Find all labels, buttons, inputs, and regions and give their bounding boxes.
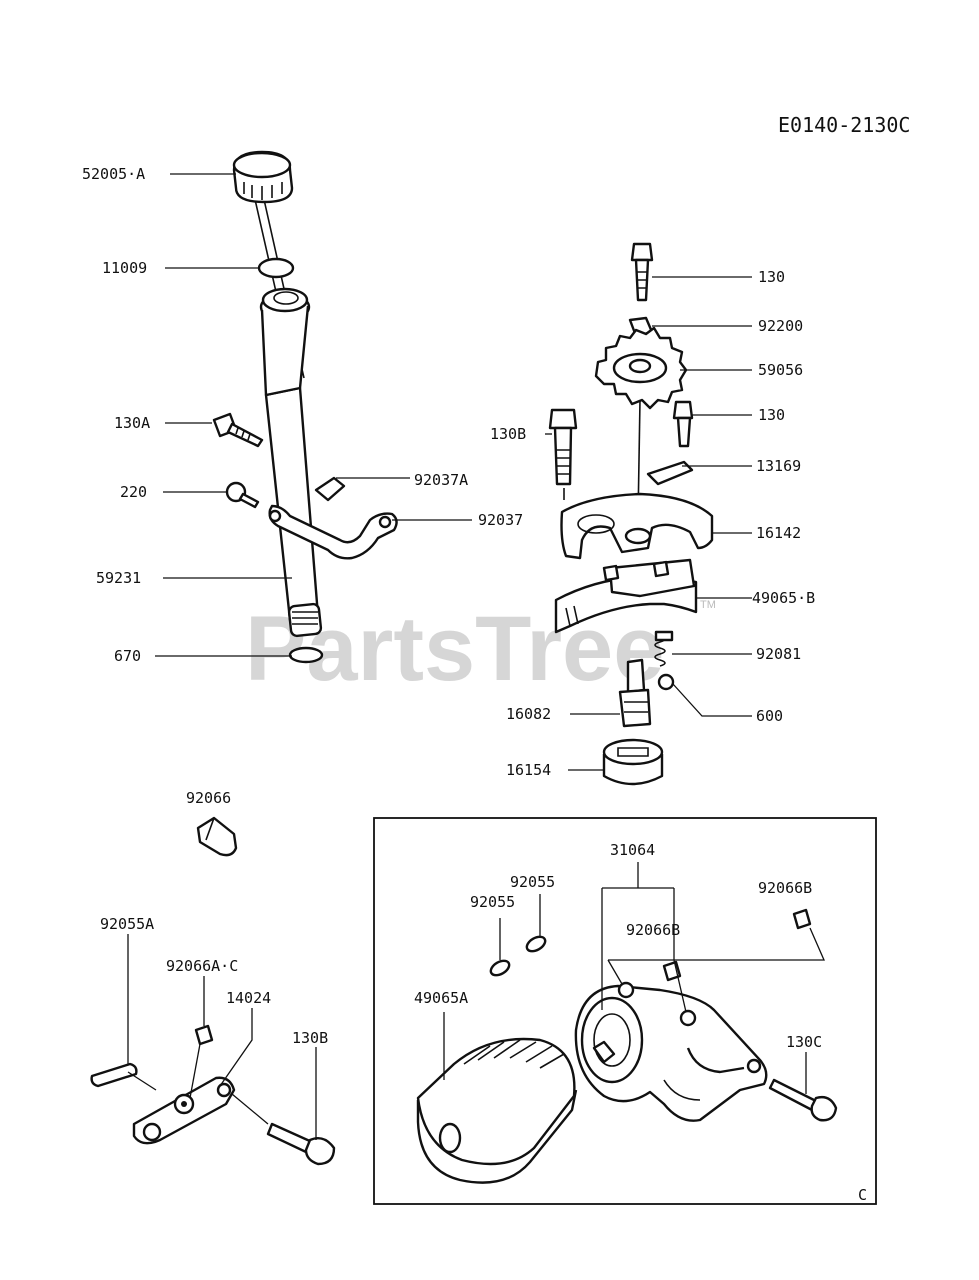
label-92037A: 92037A: [414, 471, 468, 489]
box-tag: C: [858, 1186, 867, 1204]
rotor-49065B[interactable]: [554, 558, 698, 634]
dipstick-cap-52005A[interactable]: [232, 150, 294, 204]
spring-92081[interactable]: [654, 630, 674, 667]
gear-59056[interactable]: [594, 326, 688, 410]
oil-filter-49065A[interactable]: [416, 1037, 578, 1184]
pump-housing-16142[interactable]: [560, 492, 714, 560]
filter-kit-box: C: [373, 817, 877, 1205]
screw-220[interactable]: [225, 481, 260, 509]
label-59231: 59231: [96, 569, 141, 587]
bolt-92066B-right[interactable]: [792, 908, 812, 930]
label-92055A: 92055A: [100, 915, 154, 933]
label-92055-b: 92055: [470, 893, 515, 911]
label-220: 220: [120, 483, 147, 501]
label-92066: 92066: [186, 789, 231, 807]
bolt-130A[interactable]: [212, 412, 264, 448]
label-14024: 14024: [226, 989, 271, 1007]
label-92066AC: 92066A·C: [166, 957, 238, 975]
label-13169: 13169: [756, 457, 801, 475]
label-49065A: 49065A: [414, 989, 468, 1007]
bolt-92066AC[interactable]: [194, 1024, 214, 1046]
dipstick-tube-59231[interactable]: [259, 287, 323, 638]
label-59056: 59056: [758, 361, 803, 379]
oil-pump-assembly: 130 92200 59056 130 130B 13169 16142 490…: [490, 242, 815, 786]
ball-600[interactable]: [657, 673, 675, 691]
plate-13169[interactable]: [646, 460, 694, 486]
label-130B-bottom: 130B: [292, 1029, 328, 1047]
label-130B-pump: 130B: [490, 425, 526, 443]
label-52005A: 52005·A: [82, 165, 145, 183]
bolt-130-top[interactable]: [630, 242, 654, 302]
label-16142: 16142: [756, 524, 801, 542]
bolt-130B-bottom[interactable]: [266, 1122, 336, 1166]
diagram-code: E0140-2130C: [778, 113, 910, 137]
label-600: 600: [756, 707, 783, 725]
o-ring-92055-b[interactable]: [524, 934, 547, 954]
o-ring-92055-a[interactable]: [488, 958, 511, 978]
bolt-130B-pump[interactable]: [548, 408, 578, 500]
lever-14024[interactable]: [132, 1076, 236, 1145]
screen-16154[interactable]: [602, 738, 664, 786]
dipstick-assembly: 52005·A 11009 130A 220 92037A 92037 5923…: [82, 150, 523, 665]
label-16154: 16154: [506, 761, 551, 779]
o-ring-11009[interactable]: [257, 257, 295, 279]
label-92055-a: 92055: [510, 873, 555, 891]
lever-assembly: 92055A 92066A·C 14024 130B: [90, 915, 336, 1166]
label-11009: 11009: [102, 259, 147, 277]
label-31064: 31064: [610, 841, 655, 859]
kit-box-frame: [373, 817, 877, 1205]
label-49065B: 49065·B: [752, 589, 815, 607]
bolt-130-mid[interactable]: [672, 400, 694, 448]
bracket-tab-92037A[interactable]: [314, 476, 346, 502]
shaft-16082[interactable]: [618, 658, 652, 728]
label-92200: 92200: [758, 317, 803, 335]
label-130-top: 130: [758, 268, 785, 286]
label-92037: 92037: [478, 511, 523, 529]
label-130A: 130A: [114, 414, 150, 432]
gasket-670[interactable]: [288, 646, 324, 664]
plug-92066[interactable]: [196, 816, 238, 857]
filter-adapter-31064[interactable]: [574, 981, 768, 1122]
label-92081: 92081: [756, 645, 801, 663]
label-92066B-right: 92066B: [758, 879, 812, 897]
label-92066B-mid: 92066B: [626, 921, 680, 939]
label-670: 670: [114, 647, 141, 665]
label-130C: 130C: [786, 1033, 822, 1051]
label-130-mid: 130: [758, 406, 785, 424]
pin-92055A[interactable]: [90, 1062, 138, 1088]
watermark-trademark: TM: [700, 599, 716, 611]
bolt-130C[interactable]: [768, 1078, 838, 1122]
label-16082: 16082: [506, 705, 551, 723]
